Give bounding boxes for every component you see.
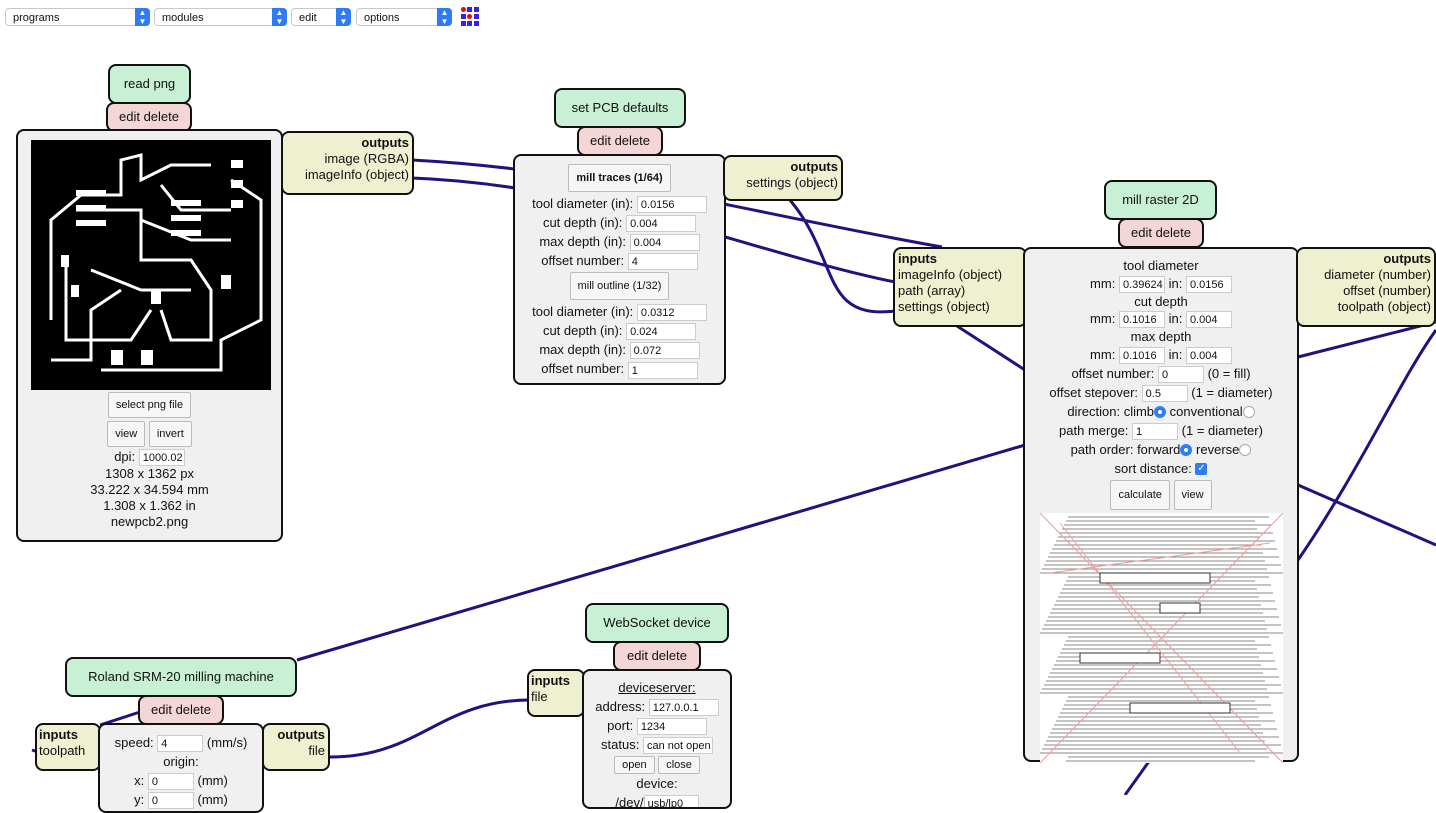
traces-cut-input[interactable]: 0.004 <box>626 215 697 233</box>
pcb-title[interactable]: set PCB defaults <box>554 88 686 128</box>
climb-radio[interactable] <box>1154 406 1167 419</box>
wire-out2 <box>1296 329 1436 561</box>
outline-offset-input[interactable]: 1 <box>627 361 698 379</box>
device-input[interactable]: usb/lp0 <box>643 795 699 807</box>
offset-number-input[interactable]: 0 <box>1157 365 1204 383</box>
md-in-input[interactable]: 0.004 <box>1185 346 1232 364</box>
pcb-module: mill traces (1/64) tool diameter (in): 0… <box>513 154 726 385</box>
ws-title[interactable]: WebSocket device <box>585 603 729 643</box>
mill-outline-button[interactable]: mill outline (1/32) <box>569 272 670 301</box>
read-png-module: select png file view invert dpi: 1000.02… <box>16 129 283 542</box>
modules-menu[interactable]: modules▲▼ <box>154 8 287 26</box>
roland-title[interactable]: Roland SRM-20 milling machine <box>65 657 297 697</box>
traces-offset-input[interactable]: 4 <box>627 253 698 271</box>
ws-module: deviceserver: address: 127.0.0.1 port: 1… <box>582 669 732 809</box>
chevron-updown-icon: ▲▼ <box>272 8 287 26</box>
read-png-edit-delete[interactable]: edit delete <box>106 102 192 132</box>
pcb-image <box>31 140 271 390</box>
status-field: can not open <box>642 737 713 755</box>
outline-diameter-input[interactable]: 0.0312 <box>636 304 707 322</box>
sort-distance-checkbox[interactable]: ✓ <box>1195 463 1208 476</box>
close-button[interactable]: close <box>658 756 700 775</box>
raster-module: tool diameter mm: 0.39624 in: 0.0156 cut… <box>1023 247 1299 763</box>
wire-out4 <box>1123 759 1152 795</box>
view-button[interactable]: view <box>1173 479 1212 510</box>
conventional-radio[interactable] <box>1242 406 1255 419</box>
dpi-input[interactable]: 1000.02 <box>138 449 185 467</box>
wires <box>31 158 1436 795</box>
wire-roland <box>99 710 141 727</box>
roland-module: speed: 4 (mm/s) origin: x: 0 (mm) y: 0 (… <box>98 723 264 813</box>
read-png-title[interactable]: read png <box>108 64 191 104</box>
address-input[interactable]: 127.0.0.1 <box>648 699 719 717</box>
raster-title[interactable]: mill raster 2D <box>1104 180 1217 220</box>
wire-toolpath <box>296 443 1026 662</box>
edit-menu[interactable]: edit▲▼ <box>291 8 351 26</box>
programs-menu[interactable]: programs▲▼ <box>5 8 150 26</box>
traces-diameter-input[interactable]: 0.0156 <box>636 196 707 214</box>
td-in-input[interactable]: 0.0156 <box>1185 275 1232 293</box>
wire-out1 <box>1297 320 1436 359</box>
toolpath-preview <box>1040 512 1283 763</box>
cd-mm-input[interactable]: 0.1016 <box>1118 311 1165 329</box>
pcb-edit-delete[interactable]: edit delete <box>577 126 663 156</box>
cd-in-input[interactable]: 0.004 <box>1185 311 1232 329</box>
raster-edit-delete[interactable]: edit delete <box>1118 218 1204 248</box>
port-input[interactable]: 1234 <box>636 718 707 736</box>
roland-edit-delete[interactable]: edit delete <box>138 695 224 725</box>
stepover-input[interactable]: 0.5 <box>1141 384 1188 402</box>
invert-button[interactable]: invert <box>148 421 192 447</box>
mods-logo-icon[interactable] <box>461 7 483 27</box>
view-button[interactable]: view <box>107 421 146 447</box>
chevron-updown-icon: ▲▼ <box>135 8 150 26</box>
calculate-button[interactable]: calculate <box>1110 479 1170 510</box>
traces-max-input[interactable]: 0.004 <box>629 234 700 252</box>
forward-radio[interactable] <box>1180 444 1193 457</box>
outline-max-input[interactable]: 0.072 <box>629 342 700 360</box>
wire-settings <box>788 199 896 314</box>
select-png-button[interactable]: select png file <box>107 392 192 418</box>
speed-input[interactable]: 4 <box>157 735 204 753</box>
reverse-radio[interactable] <box>1239 444 1252 457</box>
options-menu[interactable]: options▲▼ <box>356 8 452 26</box>
td-mm-input[interactable]: 0.39624 <box>1118 275 1165 293</box>
outline-cut-input[interactable]: 0.024 <box>626 323 697 341</box>
chevron-updown-icon: ▲▼ <box>336 8 351 26</box>
origin-x-input[interactable]: 0 <box>147 773 194 791</box>
open-button[interactable]: open <box>614 756 655 775</box>
chevron-updown-icon: ▲▼ <box>437 8 452 26</box>
path-merge-input[interactable]: 1 <box>1132 422 1179 440</box>
wire-out3 <box>1297 483 1436 547</box>
ws-edit-delete[interactable]: edit delete <box>613 641 701 671</box>
md-mm-input[interactable]: 0.1016 <box>1118 346 1165 364</box>
mill-traces-button[interactable]: mill traces (1/64) <box>568 164 671 192</box>
wire-file <box>329 698 531 759</box>
